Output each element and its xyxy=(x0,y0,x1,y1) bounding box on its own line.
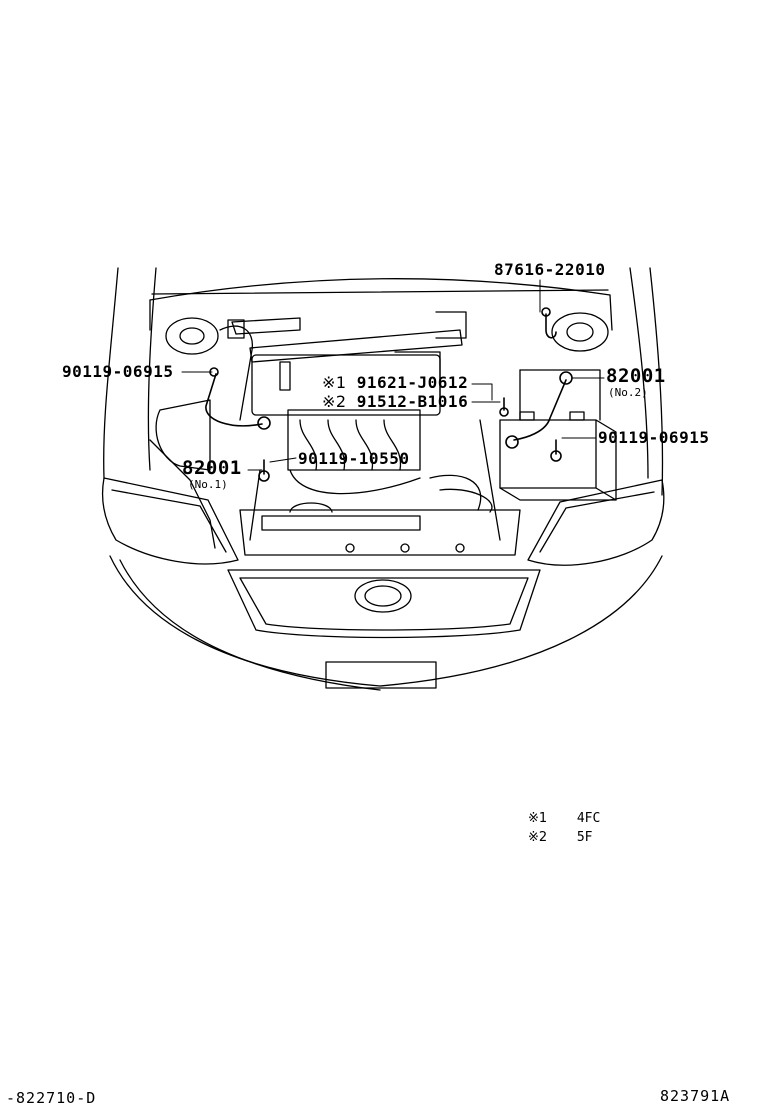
part-number-91621-text: 91621-J0612 xyxy=(356,373,469,392)
footer-right-code: 823791A xyxy=(660,1087,731,1105)
part-number-91512-text: 91512-B1016 xyxy=(356,392,469,411)
note-mark-2: ※2 xyxy=(322,392,347,411)
note-mark-1: ※1 xyxy=(322,373,347,392)
part-number-90119-10550: 90119-10550 xyxy=(298,449,410,468)
headlights xyxy=(101,477,665,566)
strut-towers xyxy=(165,312,609,355)
legend-text-1: 4FC xyxy=(576,811,601,826)
legend-mark-2: ※2 xyxy=(528,830,548,845)
part-number-90119-06915-right: 90119-06915 xyxy=(598,428,710,447)
part-number-91621-j0612: ※1 91621-J0612 xyxy=(322,375,468,391)
part-number-91512-b1016: ※2 91512-B1016 xyxy=(322,394,468,410)
part-number-90119-06915-left: 90119-06915 xyxy=(62,362,174,381)
front-grille xyxy=(227,569,541,639)
left-components xyxy=(149,319,253,549)
part-number-87616-22010: 87616-22010 xyxy=(494,260,606,279)
legend-text-2: 5F xyxy=(576,830,593,845)
footer-left-code: -822710-D xyxy=(6,1089,97,1107)
legend-mark-1: ※1 xyxy=(528,811,548,826)
ground-straps xyxy=(205,307,573,482)
leader-lines xyxy=(181,279,605,471)
legend-row-2: ※2 5F xyxy=(528,831,592,844)
part-number-82001-no1: 82001 xyxy=(182,457,242,479)
part-sub-no2: (No.2) xyxy=(608,386,648,399)
front-bumper xyxy=(109,555,663,691)
part-sub-no1: (No.1) xyxy=(188,478,228,491)
car-body-outline xyxy=(103,267,664,496)
engine-block xyxy=(239,351,521,556)
legend-row-1: ※1 4FC xyxy=(528,812,600,825)
part-number-82001-no2: 82001 xyxy=(606,365,666,387)
